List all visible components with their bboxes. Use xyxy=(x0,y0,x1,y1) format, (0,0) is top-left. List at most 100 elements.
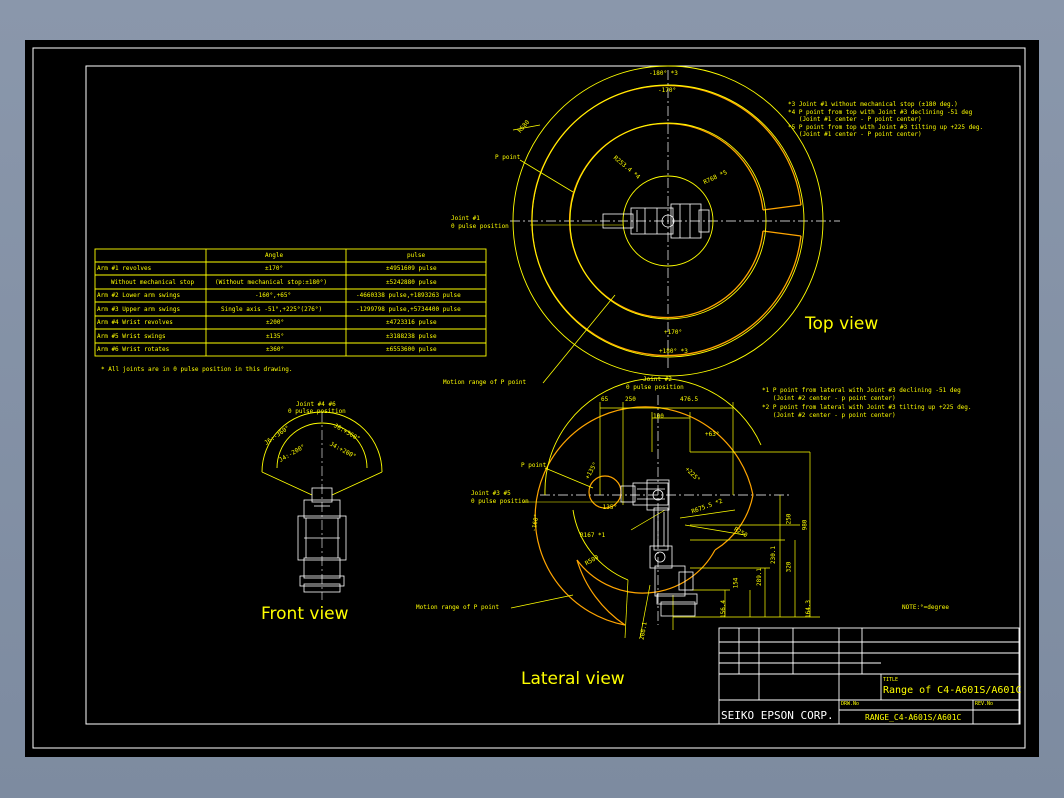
table-row-1-label: Without mechanical stop xyxy=(111,279,195,286)
top-label-170-bottom: +170° xyxy=(664,329,683,336)
lat-v1564: 156.4 xyxy=(720,599,728,619)
joint-table xyxy=(94,248,487,357)
table-row-6-angle: ±360° xyxy=(266,346,285,353)
top-motion-range: Motion range of P point xyxy=(443,379,527,386)
lat-v2891: 289.1 xyxy=(756,567,764,587)
table-row-6-pulse: ±6553600 pulse xyxy=(386,346,437,353)
lat-a225: +225° xyxy=(683,465,702,484)
table-row-2-pulse: -4660338 pulse,+1893263 pulse xyxy=(356,292,461,299)
lat-dim-100: 100 xyxy=(653,413,664,420)
top-note-3: *5 P point from top with Joint #3 tiltin… xyxy=(788,124,984,131)
robot-front-icon xyxy=(297,487,347,593)
cad-drawing xyxy=(32,47,1026,749)
lat-joint35: Joint #3 #5 xyxy=(471,490,511,497)
drawing-title: Range of C4-A601S/A601C xyxy=(883,685,1022,696)
lat-note-3: (Joint #2 center - p point center) xyxy=(762,412,896,419)
front-j4-minus: J4:-200° xyxy=(277,443,307,464)
front-j6-plus: J6:+360° xyxy=(332,422,361,443)
table-row-4-label: Arm #4 Wrist revolves xyxy=(97,319,173,326)
front-joint46-pos: 0 pulse position xyxy=(288,408,346,415)
inner-frame xyxy=(85,65,1021,725)
top-r580: R580 xyxy=(516,118,532,135)
lat-v2301: 230.1 xyxy=(770,545,778,565)
lat-joint2-pos: 0 pulse position xyxy=(626,384,684,391)
top-note-4: (Joint #1 center - P point center) xyxy=(788,131,922,138)
top-joint1: Joint #1 xyxy=(451,215,480,222)
outer-frame xyxy=(32,47,1026,749)
top-label-180-bottom: +180° *3 xyxy=(659,348,688,355)
lat-note-0: *1 P point from lateral with Joint #3 de… xyxy=(762,387,961,394)
top-r-inner: R253.4 *4 xyxy=(611,154,642,181)
top-note-1: *4 P point from top with Joint #3 declin… xyxy=(788,109,973,116)
lat-joint35-pos: 0 pulse position xyxy=(471,498,529,505)
drwg-label: DRW.No xyxy=(841,701,860,707)
lat-a135: +135° xyxy=(584,461,600,481)
rev-label: REV.No xyxy=(975,701,994,707)
lateral-view xyxy=(510,377,820,639)
top-label-170: -170° xyxy=(658,87,677,94)
table-row-2-angle: -160°,+65° xyxy=(255,292,292,299)
lat-a135n: -135° xyxy=(599,504,618,511)
top-note-2: (Joint #1 center - P point center) xyxy=(788,116,922,123)
lat-r-a: R675.5 *2 xyxy=(690,497,724,516)
top-label-180: -180° *3 xyxy=(649,70,678,77)
table-row-1-angle: (Without mechanical stop:±180°) xyxy=(215,279,327,286)
lat-motion-range: Motion range of P point xyxy=(416,604,500,611)
table-row-4-angle: ±200° xyxy=(266,319,285,326)
top-view xyxy=(510,65,840,384)
lat-joint2: Joint #2 xyxy=(643,376,672,383)
table-row-0-label: Arm #1 revolves xyxy=(97,265,152,272)
lat-a160n: -160° xyxy=(530,513,541,533)
robot-lateral-icon xyxy=(620,479,698,617)
lat-note-2: *2 P point from lateral with Joint #3 ti… xyxy=(762,404,972,411)
lat-r250: R250 xyxy=(732,525,749,540)
table-header-angle: Angle xyxy=(265,252,284,259)
title-label: TITLE xyxy=(883,677,899,683)
top-view-title: Top view xyxy=(805,314,879,334)
table-header-pulse: pulse xyxy=(407,252,426,259)
table-row-1-pulse: ±5242880 pulse xyxy=(386,279,437,286)
front-joint46: Joint #4 #6 xyxy=(296,401,336,408)
lat-v980: 980 xyxy=(801,519,809,531)
top-joint1-pos: 0 pulse position xyxy=(451,223,509,230)
lateral-view-title: Lateral view xyxy=(521,669,625,689)
top-note-0: *3 Joint #1 without mechanical stop (±18… xyxy=(788,101,958,108)
lat-v320: 320 xyxy=(785,561,793,573)
drawing-canvas: -180° *3 -170° +170° +180° *3 R580 P poi… xyxy=(25,40,1039,757)
lat-n2081: 208.1 xyxy=(638,621,649,641)
front-j4-plus: J4:+200° xyxy=(328,440,358,461)
table-row-5-label: Arm #5 Wrist swings xyxy=(97,333,166,340)
lat-dim-250: 250 xyxy=(625,396,636,403)
lat-v1643: 164.3 xyxy=(805,599,813,619)
front-j6-minus: J6:-360° xyxy=(263,424,292,447)
table-footnote: * All joints are in 0 pulse position in … xyxy=(101,366,293,373)
lat-a63: +63° xyxy=(705,431,720,438)
table-row-5-angle: ±135° xyxy=(266,333,285,340)
front-view-title: Front view xyxy=(261,604,349,624)
top-r-outer: R768 *5 xyxy=(702,169,729,187)
lat-r-b: R167 *1 xyxy=(580,532,606,539)
lat-dim-65: 65 xyxy=(601,396,609,403)
lat-note-1: (Joint #2 center - p point center) xyxy=(762,395,896,402)
robot-top-icon xyxy=(602,203,710,239)
table-row-0-angle: ±170° xyxy=(265,265,284,272)
lat-p-point: P point xyxy=(521,462,547,469)
lat-v250: 250 xyxy=(785,513,793,525)
lat-dim-476: 476.5 xyxy=(680,396,699,403)
lat-v154: 154 xyxy=(732,577,740,589)
table-row-3-label: Arm #3 Upper arm swings xyxy=(97,306,181,313)
table-row-0-pulse: ±4951609 pulse xyxy=(386,265,437,272)
lat-r-c: R500 xyxy=(583,553,600,568)
table-row-5-pulse: ±3188238 pulse xyxy=(386,333,437,340)
drawing-number: RANGE_C4-A601S/A601C xyxy=(865,713,962,722)
top-p-point: P point xyxy=(495,154,521,161)
company-name: SEIKO EPSON CORP. xyxy=(721,709,834,722)
table-row-4-pulse: ±4723316 pulse xyxy=(386,319,437,326)
front-view xyxy=(261,411,383,600)
table-row-2-label: Arm #2 Lower arm swings xyxy=(97,292,181,299)
table-row-6-label: Arm #6 Wrist rotates xyxy=(97,346,170,353)
note-degree: NOTE:°=degree xyxy=(902,604,949,611)
title-block xyxy=(718,627,1020,725)
table-row-3-pulse: -1299798 pulse,+5734400 pulse xyxy=(356,306,461,313)
table-row-3-angle: Single axis -51°,+225°(276°) xyxy=(221,306,323,313)
